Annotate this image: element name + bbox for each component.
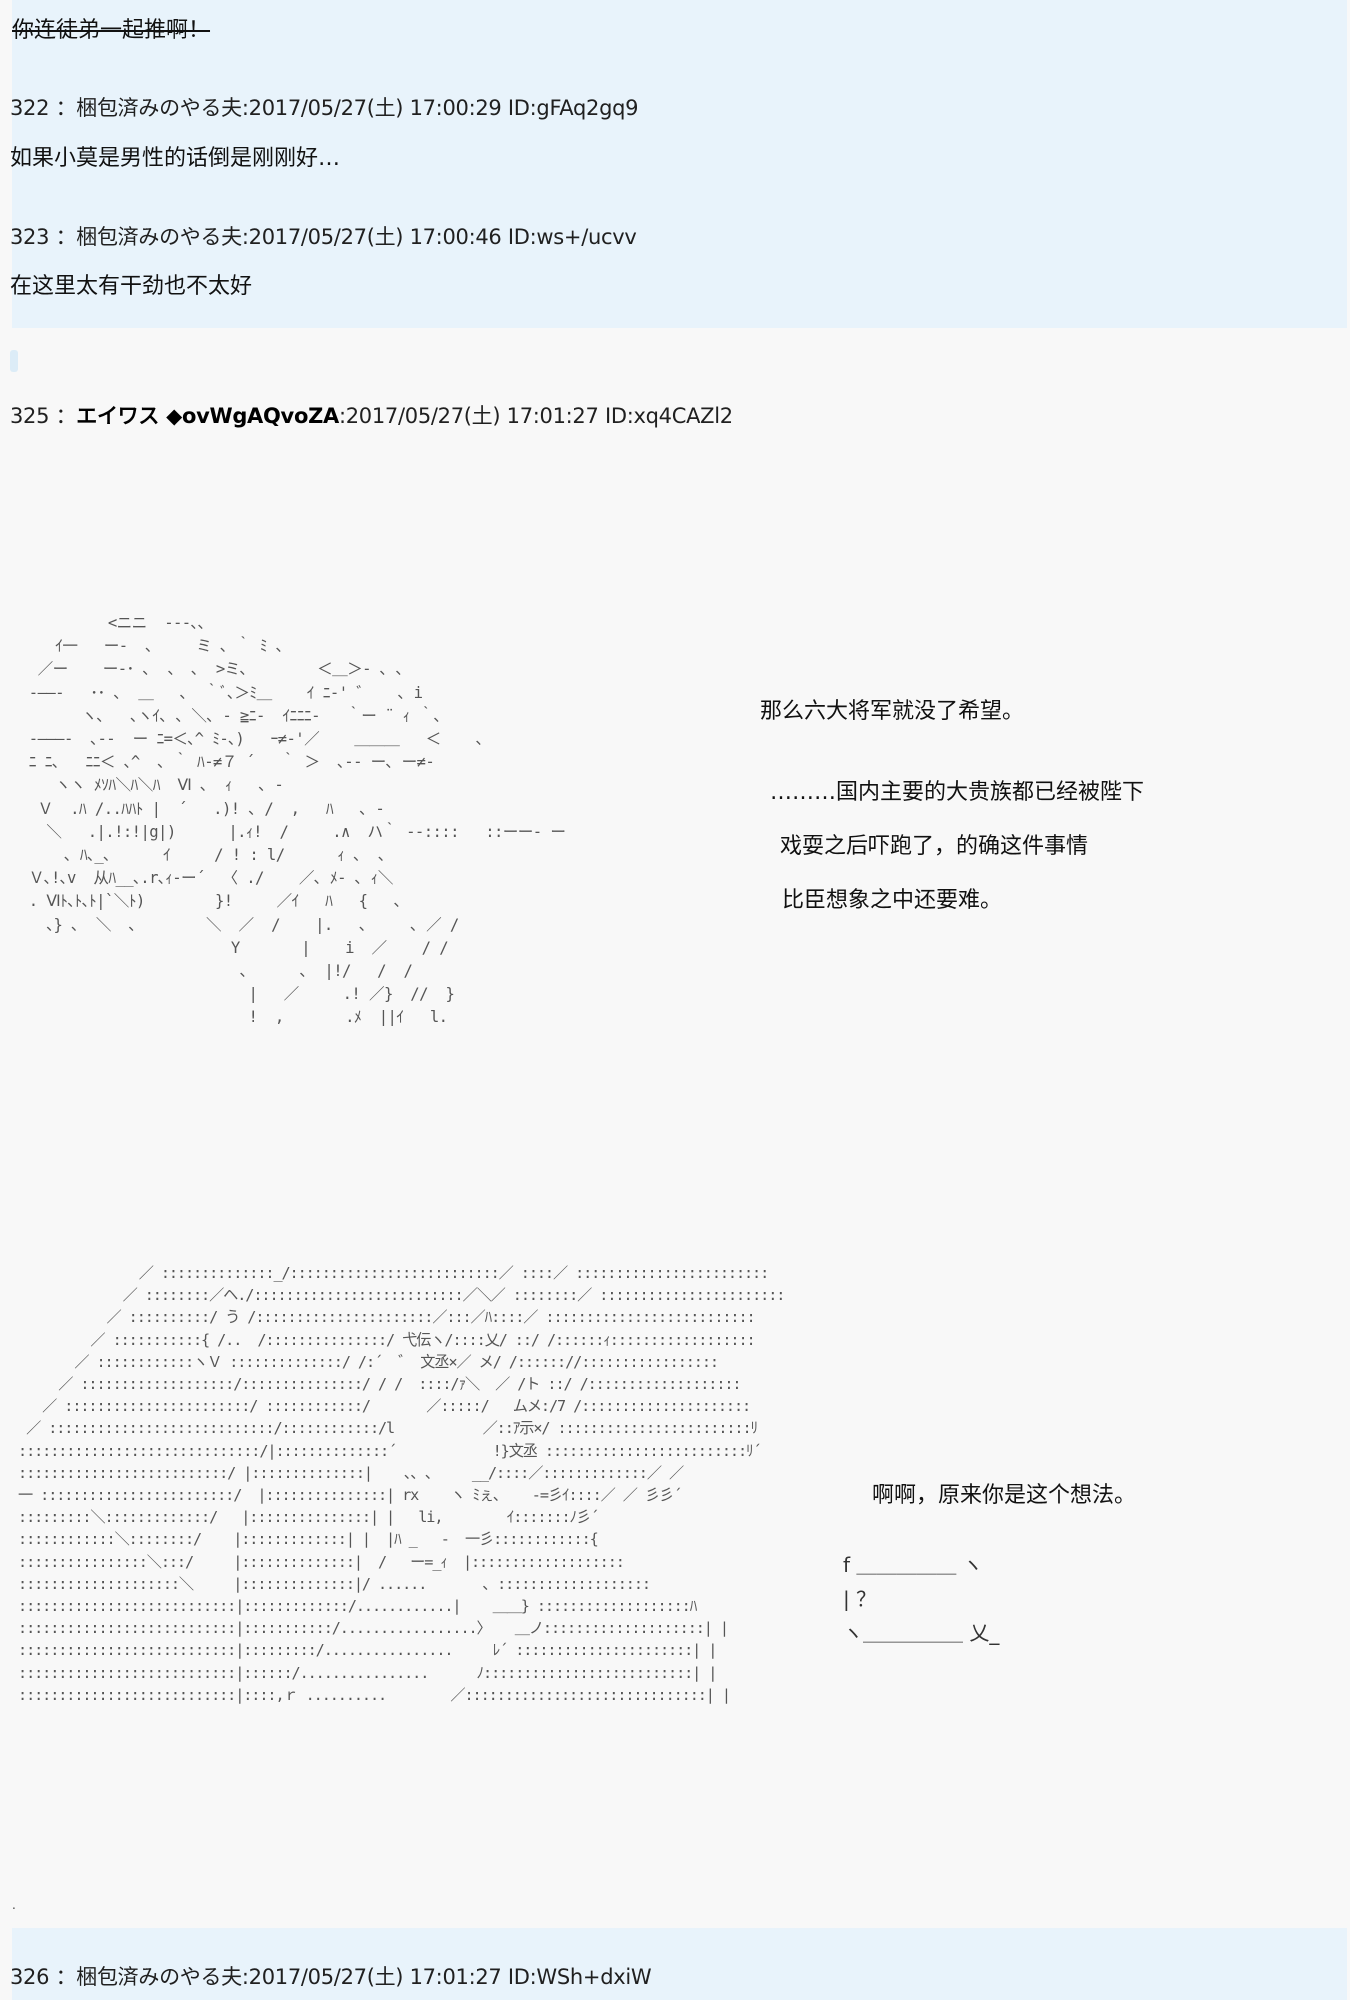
dialogue-line: 那么六大将军就没了希望。	[760, 699, 1025, 724]
post-id[interactable]: ID:gFAq2gq9	[507, 96, 639, 120]
ascii-art-character: ／ ::::::::::::::_/::::::::::::::::::::::…	[18, 1264, 785, 1704]
dialogue-line: 比臣想象之中还要难。	[782, 888, 1003, 913]
post-block-quoted	[12, 0, 1347, 328]
poster-name: 梱包済みのやる夫	[76, 225, 242, 249]
post-id[interactable]: ID:WSh+dxiW	[507, 1965, 652, 1989]
post-separator: ：	[55, 1965, 77, 1989]
post-header: 323 ：梱包済みのやる夫:2017/05/27(土) 17:00:46 ID:…	[10, 221, 637, 251]
post-separator: ：	[55, 225, 77, 249]
speech-bubble-top: f ＿＿＿＿＿ ヽ	[843, 1553, 983, 1577]
post-body-line: 在这里太有干劲也不太好	[10, 274, 253, 299]
poster-name: 梱包済みのやる夫	[76, 1965, 242, 1989]
dialogue-line: ………国内主要的大贵族都已经被陛下	[770, 780, 1145, 805]
post-date: :2017/05/27(土) 17:01:27	[241, 1965, 502, 1989]
dialogue-line: 啊啊，原来你是这个想法。	[872, 1483, 1137, 1508]
speech-bubble: f ＿＿＿＿＿ ヽ | ？ ヽ＿＿＿＿＿ 乂_	[843, 1548, 999, 1650]
dialogue-line: 戏耍之后吓跑了，的确这件事情	[780, 834, 1089, 859]
speech-bubble-bottom: ヽ＿＿＿＿＿ 乂_	[843, 1621, 1000, 1645]
post-header: 322 ：梱包済みのやる夫:2017/05/27(土) 17:00:29 ID:…	[10, 92, 639, 122]
post-id[interactable]: ID:xq4CAZl2	[604, 404, 733, 428]
post-body-line: 如果小莫是男性的话倒是刚刚好…	[10, 146, 341, 171]
post-number[interactable]: 325	[10, 404, 50, 428]
scroll-marker	[10, 350, 18, 372]
post-number[interactable]: 326	[10, 1965, 50, 1989]
speech-bubble-middle: | ？	[843, 1587, 877, 1611]
post-separator: ：	[55, 96, 77, 120]
ascii-art-castle-scene: <ニニ ---､､ ｲ一 ー- ､ ミ ､ ｀ ﾐ ､ ／ー ー-･ ､ 、 ､…	[28, 614, 566, 1027]
post-date: :2017/05/27(土) 17:00:46	[241, 225, 502, 249]
post-header: 325 ：エイワス ◆ovWgAQvoZA:2017/05/27(土) 17:0…	[10, 400, 733, 430]
post-separator: ：	[55, 404, 77, 428]
stray-dot: .	[12, 1898, 16, 1912]
poster-name: エイワス ◆ovWgAQvoZA	[76, 404, 339, 428]
post-number[interactable]: 322	[10, 96, 50, 120]
post-body-line: 你连徒弟一起推啊！	[12, 18, 211, 43]
post-block-quoted-bottom	[12, 1928, 1347, 2000]
poster-name: 梱包済みのやる夫	[76, 96, 242, 120]
post-id[interactable]: ID:ws+/ucvv	[507, 225, 637, 249]
post-date: :2017/05/27(土) 17:00:29	[241, 96, 502, 120]
post-date: :2017/05/27(土) 17:01:27	[338, 404, 599, 428]
post-number[interactable]: 323	[10, 225, 50, 249]
post-header: 326 ：梱包済みのやる夫:2017/05/27(土) 17:01:27 ID:…	[10, 1961, 652, 1991]
